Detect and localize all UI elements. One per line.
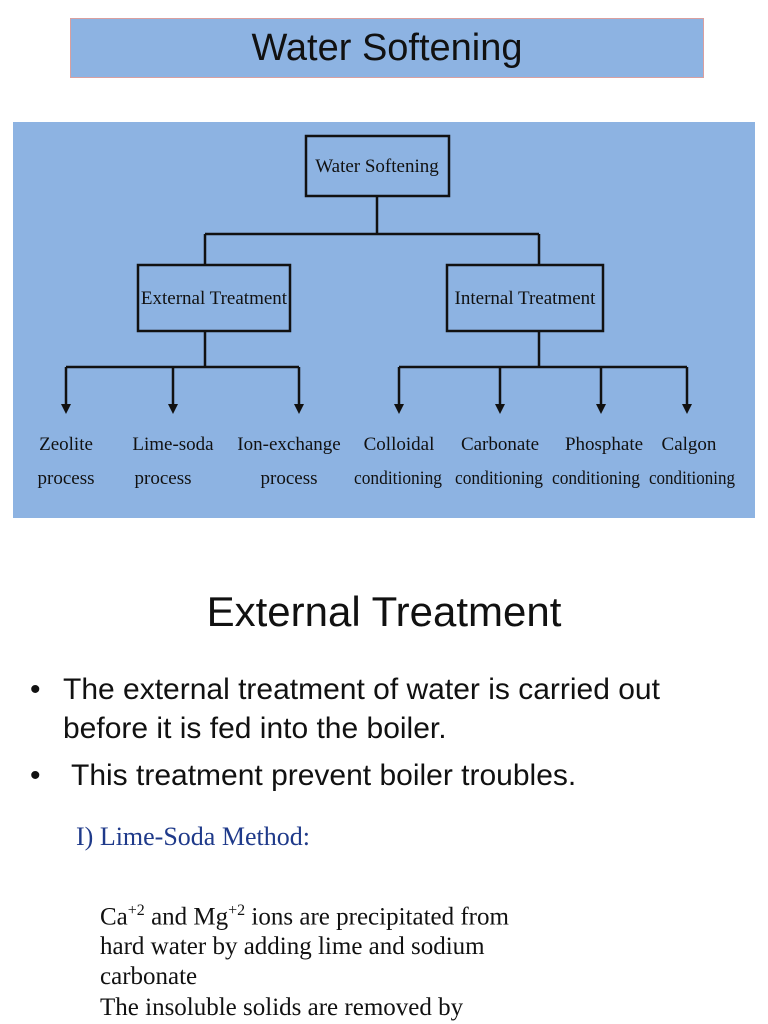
- bullet-icon: •: [30, 673, 41, 706]
- leaf-ionexchange-2: process: [261, 468, 318, 489]
- internal-label: Internal Treatment: [455, 288, 597, 309]
- leaf-calgon-2: conditioning: [649, 468, 735, 489]
- leaf-zeolite-1: Zeolite: [39, 434, 93, 455]
- bullet-item: • This treatment prevent boiler troubles…: [30, 756, 750, 795]
- leaf-zeolite-2: process: [38, 468, 95, 489]
- body-line-2: hard water by adding lime and sodium: [100, 933, 485, 961]
- leaf-calgon-1: Calgon: [662, 434, 717, 455]
- bullet-text: The external treatment of water is carri…: [63, 673, 660, 745]
- body-line-1: Ca+2 and Mg+2 ions are precipitated from: [100, 896, 700, 932]
- leaf-ionexchange-1: Ion-exchange: [237, 434, 340, 455]
- line1-rest: ions are precipitated from: [245, 903, 509, 931]
- leaf-carbonate-2: conditioning: [455, 468, 543, 489]
- root-label: Water Softening: [315, 156, 439, 177]
- ca-text: Ca: [100, 903, 128, 931]
- body-line-3: carbonate: [100, 963, 198, 991]
- mg-charge: +2: [228, 902, 246, 919]
- method-body: Ca+2 and Mg+2 ions are precipitated from…: [100, 896, 700, 992]
- external-box: [136, 263, 292, 333]
- bullet-text: This treatment prevent boiler troubles.: [71, 759, 577, 792]
- section-heading: External Treatment: [206, 588, 562, 635]
- diagram-svg: Water Softening External Treatment Inter…: [38, 134, 735, 489]
- external-label: External Treatment: [141, 288, 288, 309]
- leaf-colloidal-1: Colloidal: [364, 434, 435, 455]
- bullet-list: • The external treatment of water is car…: [30, 670, 750, 803]
- and-mg-text: and Mg: [144, 903, 229, 931]
- leaf-limesoda-1: Lime-soda: [132, 434, 214, 455]
- body-line-4: The insoluble solids are removed by: [100, 994, 464, 1021]
- leaf-carbonate-1: Carbonate: [461, 434, 539, 455]
- leaf-phosphate-2: conditioning: [552, 468, 640, 489]
- leaf-colloidal-2: conditioning: [354, 468, 442, 489]
- bullet-icon: •: [30, 759, 41, 792]
- ca-charge: +2: [127, 902, 145, 919]
- water-softening-diagram: Water Softening External Treatment Inter…: [13, 122, 755, 518]
- page-title: Water Softening: [70, 18, 704, 78]
- bullet-item: • The external treatment of water is car…: [30, 670, 750, 748]
- leaf-phosphate-1: Phosphate: [565, 434, 643, 455]
- leaf-limesoda-2: process: [135, 468, 192, 489]
- internal-box: [445, 263, 605, 333]
- method-heading: I) Lime-Soda Method:: [76, 822, 310, 851]
